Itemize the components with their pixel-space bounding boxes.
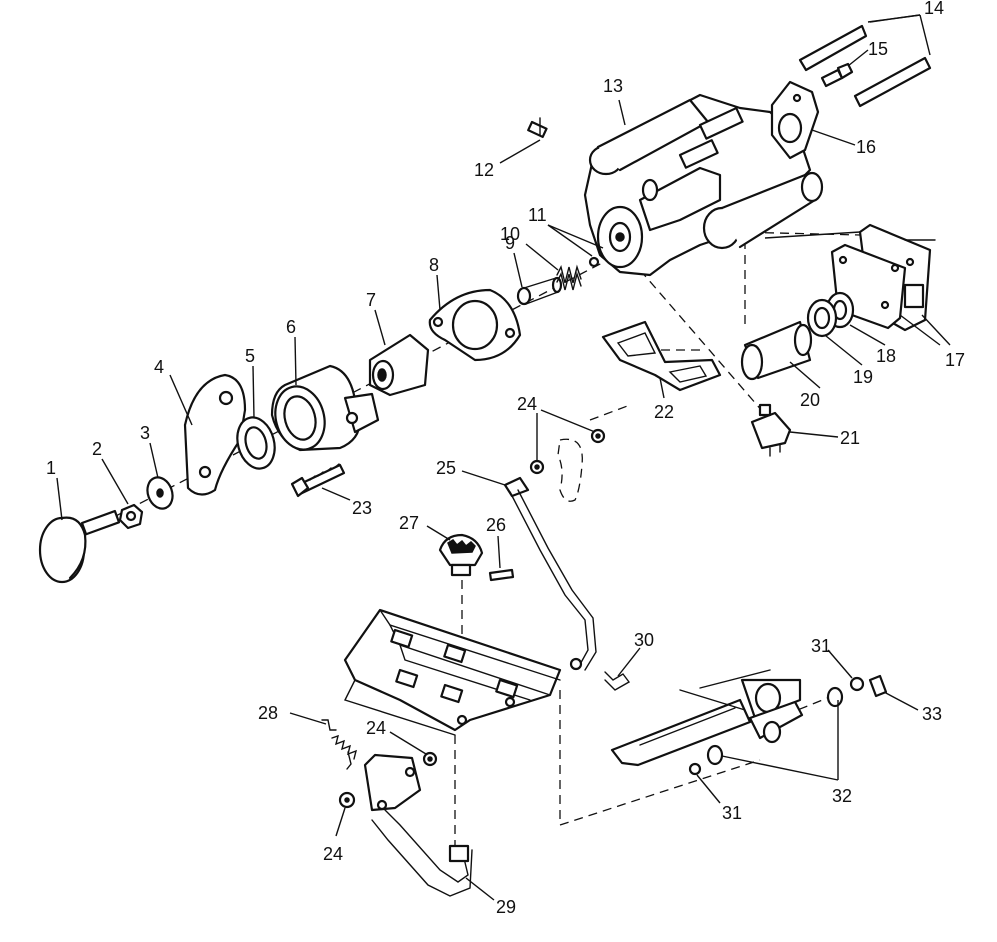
part-21-brake-switch [750, 403, 792, 457]
callout-25: 25 [436, 458, 456, 478]
part-23-bolt [290, 463, 346, 498]
part-15-screw [820, 62, 854, 88]
part-19-bushing [806, 298, 838, 338]
part-10-spring [556, 264, 582, 291]
callout-26: 26 [486, 515, 506, 535]
part-3-washer [146, 476, 174, 510]
callout-9: 9 [505, 233, 515, 253]
callout-31-upper: 31 [811, 636, 831, 656]
callout-2: 2 [92, 439, 102, 459]
part-5-seal [236, 416, 276, 470]
callout-14: 14 [924, 0, 944, 18]
callout-11: 11 [528, 205, 547, 225]
callout-21: 21 [840, 428, 860, 448]
callout-31-lower: 31 [722, 803, 742, 823]
part-30-clip [604, 671, 631, 691]
callout-29: 29 [496, 897, 516, 917]
part-12-bleeder-screw [527, 117, 548, 139]
part-25-linkage-rod [503, 476, 597, 671]
part-1-throttle-knob [38, 509, 121, 584]
brake-pedal-bracket [610, 669, 804, 767]
callout-17: 17 [945, 350, 965, 370]
part-4-mounting-plate [183, 373, 247, 496]
footrest-floor-pan [343, 608, 562, 736]
callout-23: 23 [352, 498, 372, 518]
callout-19: 19 [853, 367, 873, 387]
callout-18: 18 [876, 346, 896, 366]
callout-leader-lines [56, 49, 951, 901]
part-7-plunger [368, 333, 430, 397]
part-28-spring [321, 719, 358, 770]
part-24-washer-mid [422, 751, 438, 767]
part-2-nut [118, 503, 144, 530]
part-6-throttle-housing [270, 364, 380, 452]
part-9-pin [516, 276, 563, 306]
callout-5: 5 [245, 346, 255, 366]
part-33-screw [868, 674, 888, 698]
callout-labels: 1 2 3 4 5 6 7 8 9 10 11 12 13 14 15 16 1… [46, 0, 965, 917]
part-27-cap [438, 533, 484, 577]
part-26-pin [488, 568, 515, 582]
part-24-washer-upper [529, 428, 606, 475]
callout-4: 4 [154, 357, 164, 377]
part-31-washer-lower [688, 762, 702, 776]
callout-24-mid: 24 [366, 718, 386, 738]
callout-28: 28 [258, 703, 278, 723]
callout-1: 1 [46, 458, 56, 478]
callout-24-lower: 24 [323, 844, 343, 864]
callout-24-upper: 24 [517, 394, 537, 414]
part-20-piston [740, 320, 813, 381]
callout-27: 27 [399, 513, 419, 533]
callout-12: 12 [474, 160, 494, 180]
part-29-pedal-arm [363, 753, 473, 897]
callout-8: 8 [429, 255, 439, 275]
assembly-center-lines [59, 159, 861, 850]
callout-32: 32 [832, 786, 852, 806]
part-24-washer-left [338, 791, 356, 809]
callout-20: 20 [800, 390, 820, 410]
callout-10: 10 [500, 224, 520, 244]
part-13-master-cylinder-body [583, 93, 824, 277]
part-16-bracket [770, 80, 820, 160]
callout-33: 33 [922, 704, 942, 724]
callout-7: 7 [366, 290, 376, 310]
callout-6: 6 [286, 317, 296, 337]
callout-22: 22 [654, 402, 674, 422]
callout-15: 15 [868, 39, 888, 59]
callout-3: 3 [140, 423, 150, 443]
part-31-washer-upper [849, 676, 865, 692]
callout-16: 16 [856, 137, 876, 157]
part-22-bracket-plate [601, 320, 722, 392]
part-14-pins [798, 14, 932, 108]
callout-30: 30 [634, 630, 654, 650]
callout-13: 13 [603, 76, 623, 96]
part-8-gasket [428, 288, 522, 362]
